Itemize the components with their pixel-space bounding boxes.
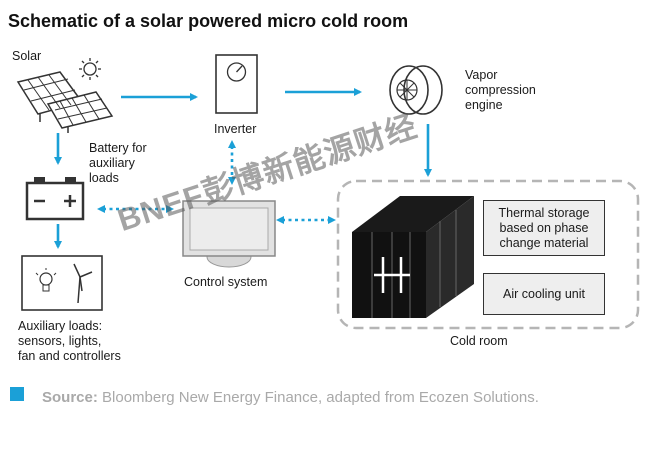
vapor-engine-label: Vapor compression engine [465,68,536,112]
source-label: Source: [42,389,98,406]
vapor-engine-icon [389,65,443,115]
flow-arrows [54,88,432,249]
cold-room-label: Cold room [450,334,508,348]
source-note: Source: Bloomberg New Energy Finance, ad… [10,384,610,411]
cold-storage-container-icon [352,196,474,318]
thermal-storage-box: Thermal storage based on phase change ma… [483,200,605,256]
control-system-icon [182,200,276,268]
solar-panel-icon [16,71,114,133]
control-links [97,140,336,224]
source-marker [10,387,24,401]
inverter-icon [215,54,258,114]
battery-label: Battery for auxiliary loads [89,141,147,185]
page-title: Schematic of a solar powered micro cold … [8,11,409,31]
source-text: Bloomberg New Energy Finance, adapted fr… [102,389,539,406]
solar-label: Solar [12,49,42,63]
control-system-label: Control system [184,275,268,289]
cold-room-boundary [336,179,640,330]
auxiliary-loads-icon [21,255,103,311]
air-cooling-unit-box: Air cooling unit [483,273,605,315]
inverter-label: Inverter [214,122,257,136]
sun-icon [79,58,101,80]
auxiliary-loads-label: Auxiliary loads: sensors, lights, fan an… [18,319,121,363]
battery-icon [25,177,85,221]
